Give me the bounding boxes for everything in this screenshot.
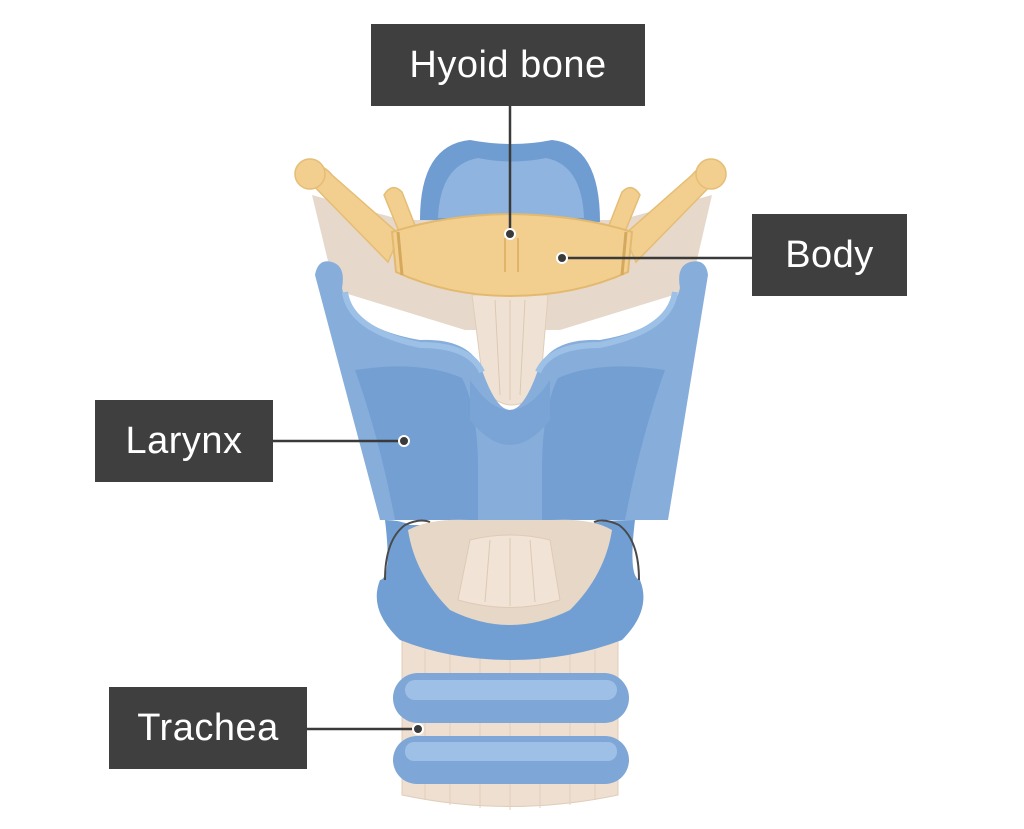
- label-body-text: Body: [785, 233, 874, 276]
- label-hyoid-bone: Hyoid bone: [371, 24, 645, 106]
- hyoid-bone-illustration: [294, 158, 727, 298]
- label-larynx-text: Larynx: [125, 419, 243, 462]
- thyroid-cartilage-illustration: [315, 261, 708, 520]
- cricoid-cartilage-illustration: [376, 519, 644, 660]
- label-trachea-text: Trachea: [137, 706, 279, 749]
- label-larynx: Larynx: [95, 400, 273, 482]
- leader-lines: [273, 106, 752, 735]
- label-body: Body: [752, 214, 907, 296]
- trachea-illustration: [393, 639, 629, 810]
- label-trachea: Trachea: [109, 687, 307, 769]
- label-hyoid-bone-text: Hyoid bone: [409, 43, 607, 86]
